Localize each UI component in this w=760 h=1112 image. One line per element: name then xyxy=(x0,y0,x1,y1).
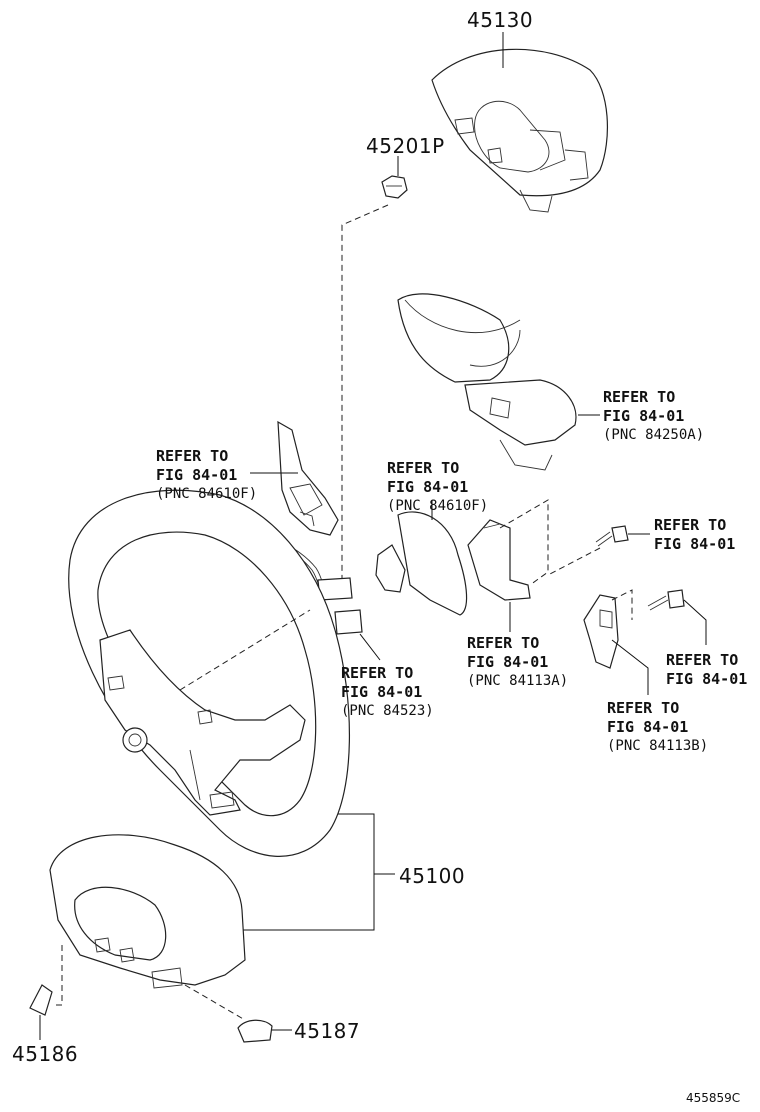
refer-fig: FIG 84-01 xyxy=(467,653,549,671)
refer-line: REFER TO xyxy=(341,664,414,682)
refer-84250a: REFER TO FIG 84-01 (PNC 84250A) xyxy=(603,388,704,445)
screw-right xyxy=(595,525,629,547)
refer-line: REFER TO xyxy=(387,459,460,477)
bracket-b xyxy=(583,594,619,669)
part-number-45201p: 45201P xyxy=(366,134,445,158)
refer-pnc: (PNC 84610F) xyxy=(387,498,489,514)
refer-pnc: (PNC 84523) xyxy=(341,703,434,719)
assembly-line-nut xyxy=(341,204,389,590)
refer-84113b: REFER TO FIG 84-01 (PNC 84113B) xyxy=(607,699,708,756)
assembly-line-wheel xyxy=(179,609,311,691)
refer-line: REFER TO xyxy=(654,516,727,534)
cover-45186 xyxy=(29,984,53,1016)
part-number-45100: 45100 xyxy=(399,864,466,888)
assembly-line-45187 xyxy=(184,984,246,1021)
assembly-line-bracket-b xyxy=(611,589,633,620)
assembly-line-screw xyxy=(547,547,601,576)
airbag-module xyxy=(431,48,608,213)
leader-bolt xyxy=(683,599,707,645)
bolt-lower xyxy=(647,589,685,611)
assembly-line-bracket-a xyxy=(499,499,549,586)
switch-harness xyxy=(397,293,577,471)
refer-line: REFER TO xyxy=(603,388,676,406)
refer-fig: FIG 84-01 xyxy=(156,466,238,484)
refer-pnc: (PNC 84113A) xyxy=(467,673,569,689)
nut xyxy=(381,175,408,199)
refer-pnc: (PNC 84250A) xyxy=(603,427,705,443)
lower-cover xyxy=(49,834,246,989)
refer-line: REFER TO xyxy=(607,699,680,717)
refer-84113a: REFER TO FIG 84-01 (PNC 84113A) xyxy=(467,634,568,691)
part-number-45187: 45187 xyxy=(294,1019,361,1043)
refer-line: REFER TO xyxy=(467,634,540,652)
leader-84113b xyxy=(611,639,649,695)
bracket-45100 xyxy=(243,813,375,931)
bracket-a xyxy=(467,519,531,601)
illustration-number: 455859C xyxy=(686,1091,741,1105)
refer-line: REFER TO xyxy=(156,447,229,465)
steering-wheel xyxy=(68,489,351,857)
part-number-45130: 45130 xyxy=(467,8,534,32)
refer-fig: FIG 84-01 xyxy=(341,683,423,701)
refer-84610f-left: REFER TO FIG 84-01 (PNC 84610F) xyxy=(156,447,257,504)
left-switch xyxy=(277,420,339,536)
refer-fig: FIG 84-01 xyxy=(603,407,685,425)
leader-84523 xyxy=(359,633,381,661)
refer-screw: REFER TO FIG 84-01 xyxy=(654,516,735,554)
refer-bolt: REFER TO FIG 84-01 xyxy=(666,651,747,689)
refer-84523: REFER TO FIG 84-01 (PNC 84523) xyxy=(341,664,434,721)
assembly-line-45186 xyxy=(52,945,63,1006)
refer-fig: FIG 84-01 xyxy=(387,478,469,496)
refer-line: REFER TO xyxy=(666,651,739,669)
refer-fig: FIG 84-01 xyxy=(607,718,689,736)
refer-84610f-right: REFER TO FIG 84-01 (PNC 84610F) xyxy=(387,459,488,516)
part-number-45186: 45186 xyxy=(12,1042,79,1066)
right-switch xyxy=(375,511,468,616)
refer-fig: FIG 84-01 xyxy=(666,670,748,688)
refer-pnc: (PNC 84113B) xyxy=(607,738,709,754)
cover-45187 xyxy=(237,1019,273,1043)
refer-pnc: (PNC 84610F) xyxy=(156,486,258,502)
refer-fig: FIG 84-01 xyxy=(654,535,736,553)
